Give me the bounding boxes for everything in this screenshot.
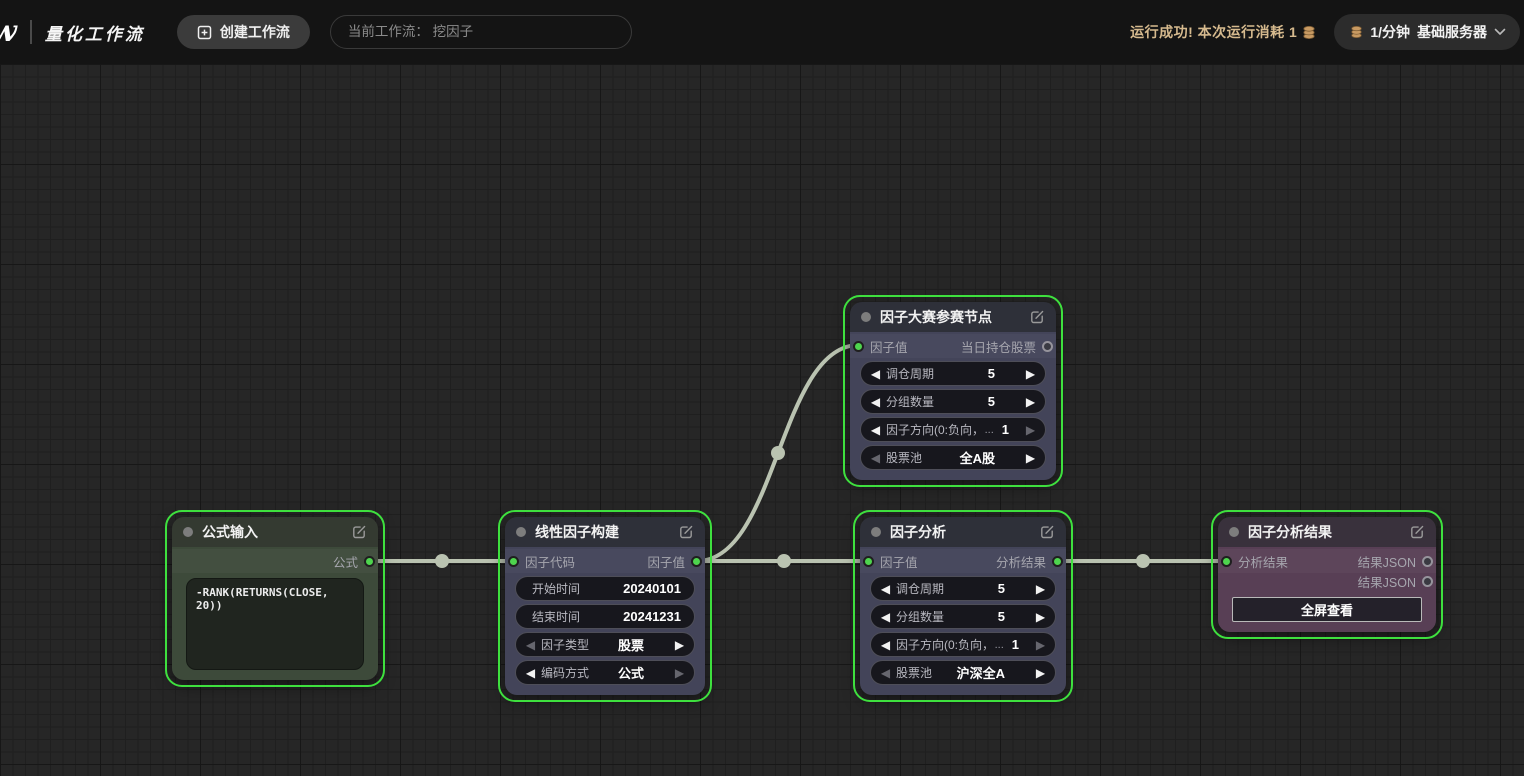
node-status-dot <box>183 527 193 537</box>
arrow-right-icon[interactable]: ▶ <box>1023 395 1038 409</box>
arrow-left-icon[interactable]: ◀ <box>523 666 538 680</box>
node-linear-factor-builder[interactable]: 线性因子构建 因子代码 因子值 开始时间 20240101 <box>505 517 705 695</box>
port-dot[interactable] <box>1422 556 1433 567</box>
node-analysis-result[interactable]: 因子分析结果 分析结果 结果JSON 结果JSON <box>1218 517 1436 632</box>
param-row-stock-pool[interactable]: ◀ 股票池 全A股 ▶ <box>860 445 1046 470</box>
topbar: w 量化工作流 创建工作流 当前工作流： 挖因子 运行成功! 本次运行消耗 1 … <box>0 0 1524 64</box>
port-dot[interactable] <box>1052 556 1063 567</box>
arrow-left-icon[interactable]: ◀ <box>523 638 538 652</box>
input-port-factor-value[interactable]: 因子值 <box>863 552 918 571</box>
param-row-rebalance-period[interactable]: ◀ 调仓周期 5 ▶ <box>860 361 1046 386</box>
node-title: 因子分析 <box>890 522 1030 542</box>
param-row-factor-type[interactable]: ◀ 因子类型 股票 ▶ <box>515 632 695 657</box>
node-factor-analysis[interactable]: 因子分析 因子值 分析结果 ◀ 调仓周期 5 ▶ <box>860 517 1066 695</box>
edit-icon[interactable] <box>1029 309 1045 325</box>
arrow-right-icon[interactable]: ▶ <box>1033 610 1048 624</box>
arrow-left-icon[interactable]: ◀ <box>868 395 883 409</box>
port-dot[interactable] <box>691 556 702 567</box>
node-title: 因子分析结果 <box>1248 522 1400 542</box>
output-port-formula[interactable]: 公式 <box>333 552 375 571</box>
node-status-dot <box>861 312 871 322</box>
input-port-factor-value[interactable]: 因子值 <box>853 337 908 356</box>
output-port-holdings[interactable]: 当日持仓股票 <box>961 337 1053 356</box>
param-row-stock-pool[interactable]: ◀ 股票池 沪深全A ▶ <box>870 660 1056 685</box>
server-selector[interactable]: 1/分钟 基础服务器 <box>1334 14 1520 50</box>
port-dot[interactable] <box>1422 576 1433 587</box>
param-row-group-count[interactable]: ◀ 分组数量 5 ▶ <box>860 389 1046 414</box>
arrow-left-icon[interactable]: ◀ <box>868 367 883 381</box>
input-port-factor-code[interactable]: 因子代码 <box>508 552 575 571</box>
port-dot[interactable] <box>863 556 874 567</box>
node-title: 线性因子构建 <box>535 522 669 542</box>
create-workflow-label: 创建工作流 <box>220 22 290 42</box>
arrow-right-icon[interactable]: ▶ <box>1033 638 1048 652</box>
param-row-encoding[interactable]: ◀ 编码方式 公式 ▶ <box>515 660 695 685</box>
arrow-right-icon[interactable]: ▶ <box>1033 582 1048 596</box>
divider <box>30 20 32 44</box>
workflow-canvas[interactable]: 公式输入 公式 -RANK(RETURNS(CLOSE, 20)) 线性因子构建 <box>0 64 1524 776</box>
arrow-right-icon[interactable]: ▶ <box>672 666 687 680</box>
app-title: 量化工作流 <box>45 20 145 45</box>
port-dot[interactable] <box>853 341 864 352</box>
arrow-right-icon[interactable]: ▶ <box>1033 666 1048 680</box>
output-port-analysis-result[interactable]: 分析结果 <box>996 552 1063 571</box>
node-title: 公式输入 <box>202 522 342 542</box>
node-header[interactable]: 公式输入 <box>172 517 378 547</box>
param-row-start-date[interactable]: 开始时间 20240101 <box>515 576 695 601</box>
coin-icon <box>1350 25 1363 39</box>
node-status-dot <box>871 527 881 537</box>
formula-textarea[interactable]: -RANK(RETURNS(CLOSE, 20)) <box>186 578 364 670</box>
app-logo: w <box>0 0 17 64</box>
plus-square-icon <box>197 25 212 40</box>
port-dot[interactable] <box>508 556 519 567</box>
node-header[interactable]: 因子分析 <box>860 517 1066 547</box>
output-port-result-json-2[interactable]: 结果JSON <box>1358 572 1433 591</box>
edit-icon[interactable] <box>1039 524 1055 540</box>
node-status-dot <box>516 527 526 537</box>
edit-icon[interactable] <box>1409 524 1425 540</box>
link-midpoint-dot[interactable] <box>771 446 785 460</box>
node-formula-input[interactable]: 公式输入 公式 -RANK(RETURNS(CLOSE, 20)) <box>172 517 378 680</box>
link-midpoint-dot[interactable] <box>777 554 791 568</box>
link-midpoint-dot[interactable] <box>435 554 449 568</box>
input-port-analysis-result[interactable]: 分析结果 <box>1221 552 1288 571</box>
param-row-group-count[interactable]: ◀ 分组数量 5 ▶ <box>870 604 1056 629</box>
port-dot[interactable] <box>1221 556 1232 567</box>
arrow-left-icon[interactable]: ◀ <box>878 610 893 624</box>
node-header[interactable]: 线性因子构建 <box>505 517 705 547</box>
link-midpoint-dot[interactable] <box>1136 554 1150 568</box>
arrow-left-icon[interactable]: ◀ <box>868 423 883 437</box>
param-row-rebalance-period[interactable]: ◀ 调仓周期 5 ▶ <box>870 576 1056 601</box>
arrow-right-icon[interactable]: ▶ <box>672 638 687 652</box>
port-dot[interactable] <box>364 556 375 567</box>
node-title: 因子大赛参赛节点 <box>880 307 1020 327</box>
output-port-result-json-1[interactable]: 结果JSON <box>1358 552 1433 571</box>
arrow-left-icon[interactable]: ◀ <box>868 451 883 465</box>
port-dot[interactable] <box>1042 341 1053 352</box>
output-port-factor-value[interactable]: 因子值 <box>647 552 702 571</box>
node-factor-competition[interactable]: 因子大赛参赛节点 因子值 当日持仓股票 ◀ 调仓周期 5 <box>850 302 1056 480</box>
param-row-end-date[interactable]: 结束时间 20241231 <box>515 604 695 629</box>
arrow-left-icon[interactable]: ◀ <box>878 638 893 652</box>
param-row-factor-direction[interactable]: ◀ 因子方向(0:负向， ... 1 ▶ <box>860 417 1046 442</box>
create-workflow-button[interactable]: 创建工作流 <box>177 15 310 49</box>
current-workflow-input[interactable]: 当前工作流： 挖因子 <box>330 15 632 49</box>
arrow-left-icon[interactable]: ◀ <box>878 666 893 680</box>
edit-icon[interactable] <box>678 524 694 540</box>
arrow-right-icon[interactable]: ▶ <box>1023 423 1038 437</box>
chevron-down-icon <box>1494 28 1506 36</box>
server-plan-label: 基础服务器 <box>1417 22 1487 42</box>
server-rate-label: 1/分钟 <box>1370 22 1410 42</box>
edit-icon[interactable] <box>351 524 367 540</box>
node-header[interactable]: 因子分析结果 <box>1218 517 1436 547</box>
arrow-right-icon[interactable]: ▶ <box>1023 367 1038 381</box>
run-status-text: 运行成功! 本次运行消耗 1 <box>1130 22 1297 42</box>
arrow-right-icon[interactable]: ▶ <box>1023 451 1038 465</box>
node-status-dot <box>1229 527 1239 537</box>
param-row-factor-direction[interactable]: ◀ 因子方向(0:负向， ... 1 ▶ <box>870 632 1056 657</box>
fullscreen-view-button[interactable]: 全屏查看 <box>1232 597 1422 622</box>
arrow-left-icon[interactable]: ◀ <box>878 582 893 596</box>
coin-icon <box>1302 25 1316 40</box>
node-header[interactable]: 因子大赛参赛节点 <box>850 302 1056 332</box>
